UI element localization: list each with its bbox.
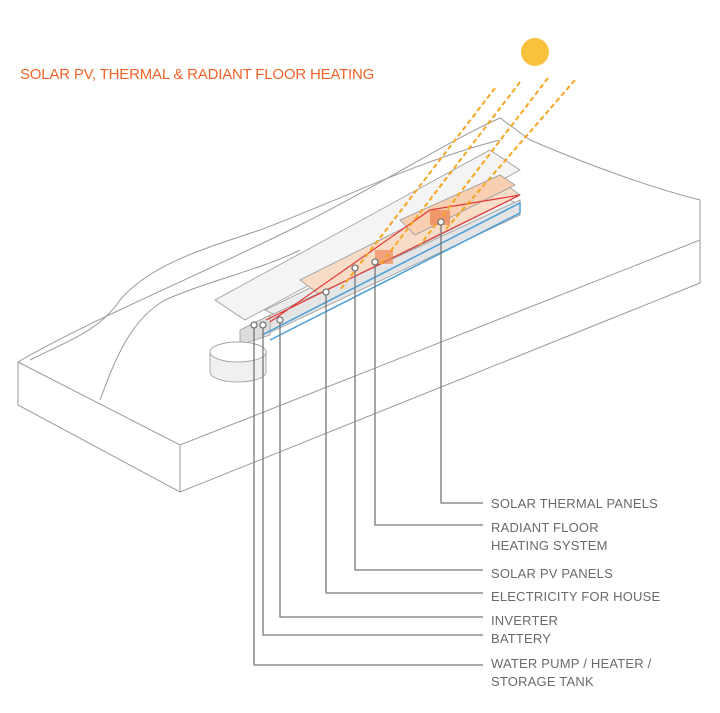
- label-radiant-line2: HEATING SYSTEM: [491, 538, 608, 553]
- label-solar-pv: SOLAR PV PANELS: [491, 566, 613, 581]
- label-electricity: ELECTRICITY FOR HOUSE: [491, 589, 661, 604]
- terrain: [17, 117, 701, 493]
- label-pump-line2: STORAGE TANK: [491, 674, 594, 689]
- label-pump-line1: WATER PUMP / HEATER /: [491, 656, 652, 671]
- sun-rays: [339, 77, 576, 291]
- sun-icon: [521, 38, 549, 66]
- label-radiant-line1: RADIANT FLOOR: [491, 520, 599, 535]
- label-inverter: INVERTER: [491, 613, 559, 628]
- label-solar-thermal: SOLAR THERMAL PANELS: [491, 496, 659, 511]
- diagram-title: SOLAR PV, THERMAL & RADIANT FLOOR HEATIN…: [20, 66, 375, 83]
- water-loop: [261, 201, 521, 341]
- leader-lines: [250, 218, 483, 666]
- label-battery: BATTERY: [491, 631, 552, 646]
